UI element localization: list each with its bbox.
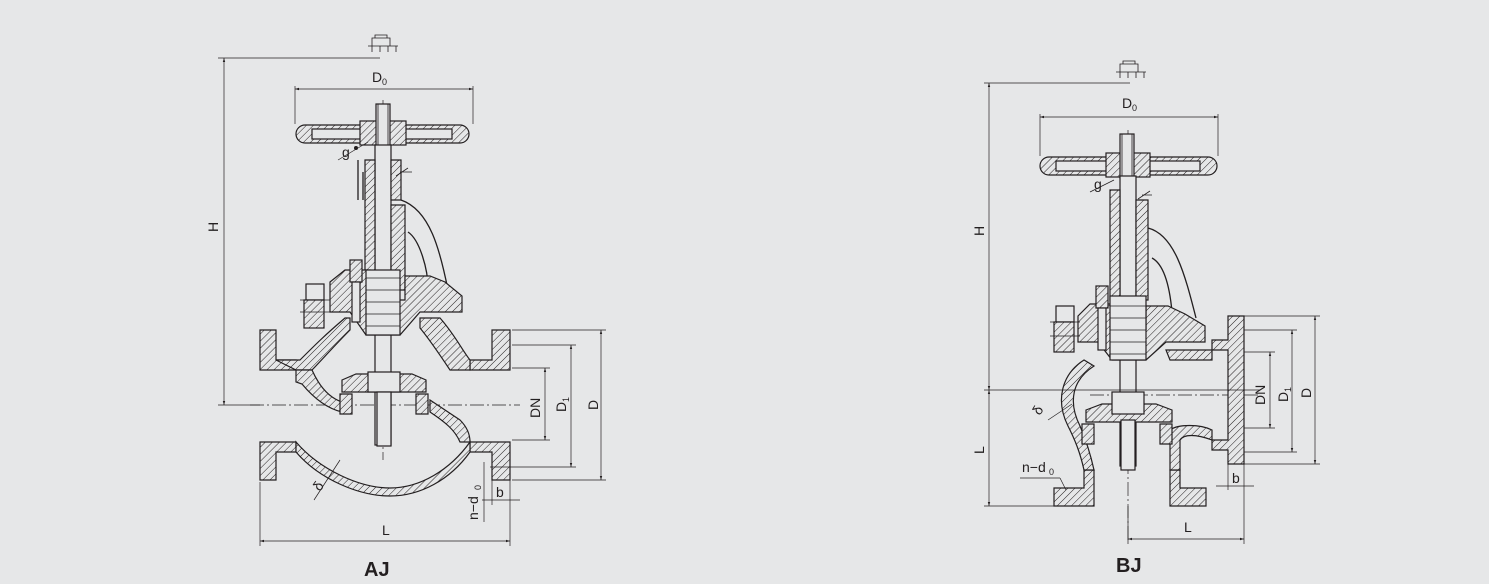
bj-l-horizontal-dimension: L bbox=[1127, 490, 1245, 544]
aj-valve-body bbox=[259, 317, 511, 497]
bj-diameter-dimensions: DN D 1 D bbox=[1244, 315, 1320, 465]
bj-handwheel bbox=[1039, 133, 1218, 179]
bj-d1-label: D bbox=[1275, 392, 1291, 402]
bj-top-symbol bbox=[1116, 60, 1146, 78]
bj-caption: BJ bbox=[1116, 555, 1142, 577]
aj-l-label: L bbox=[382, 522, 390, 538]
bj-d0-label: D bbox=[1122, 95, 1132, 111]
aj-handwheel bbox=[295, 103, 470, 147]
bj-b-label: b bbox=[1232, 470, 1240, 486]
aj-diameter-dimensions: DN D 1 D bbox=[490, 329, 606, 481]
aj-valve-drawing: D 0 H g DN D 1 bbox=[205, 34, 606, 581]
bj-delta-label: δ bbox=[1029, 403, 1047, 418]
aj-d0-sub: 0 bbox=[382, 77, 387, 87]
aj-caption: AJ bbox=[364, 559, 390, 581]
aj-bonnet bbox=[300, 159, 463, 336]
aj-l-dimension: L bbox=[259, 482, 511, 546]
bj-h-dimension: H bbox=[971, 82, 1260, 391]
bj-nd0-label: n−d bbox=[1022, 459, 1046, 475]
aj-h-label: H bbox=[205, 222, 221, 232]
bj-valve-drawing: D 0 H L g δ DN bbox=[971, 60, 1320, 577]
bj-l-label: L bbox=[1184, 519, 1192, 535]
aj-delta-label: δ bbox=[309, 478, 327, 494]
bj-d-label: D bbox=[1298, 388, 1314, 398]
bj-bolt-hole-callout: n−d 0 bbox=[1020, 459, 1067, 491]
aj-h-dimension: H bbox=[205, 57, 380, 406]
bj-dn-label: DN bbox=[1252, 385, 1268, 405]
bj-l-vertical-dimension: L bbox=[971, 390, 1054, 507]
bj-d0-sub: 0 bbox=[1132, 103, 1137, 113]
aj-top-symbol bbox=[368, 34, 398, 52]
bj-d1-sub: 1 bbox=[1283, 387, 1293, 392]
bj-b-dimension: b bbox=[1216, 464, 1254, 490]
aj-d-label: D bbox=[585, 400, 601, 410]
bj-d0-dimension: D 0 bbox=[1039, 95, 1219, 156]
bj-valve-body bbox=[1053, 315, 1245, 507]
aj-b-label: b bbox=[496, 484, 504, 500]
bj-g-callout: g bbox=[1089, 176, 1115, 193]
aj-d1-sub: 1 bbox=[561, 397, 571, 402]
aj-d0-label: D bbox=[372, 69, 382, 85]
aj-dn-label: DN bbox=[527, 398, 543, 418]
bj-l-vertical-label: L bbox=[971, 446, 987, 454]
bj-bonnet bbox=[1050, 189, 1206, 361]
bj-h-label: H bbox=[971, 226, 987, 236]
bj-nd0-sub: 0 bbox=[1049, 467, 1054, 477]
aj-g-label: g bbox=[342, 144, 350, 160]
aj-bolt-dimensions: b n−d 0 bbox=[465, 462, 520, 522]
aj-d0-dimension: D 0 bbox=[294, 69, 474, 124]
bj-g-label: g bbox=[1094, 176, 1102, 192]
aj-d1-label: D bbox=[553, 402, 569, 412]
aj-g-callout: g bbox=[337, 141, 369, 161]
aj-nd0-sub: 0 bbox=[473, 485, 483, 490]
aj-nd0-label: n−d bbox=[465, 496, 481, 520]
